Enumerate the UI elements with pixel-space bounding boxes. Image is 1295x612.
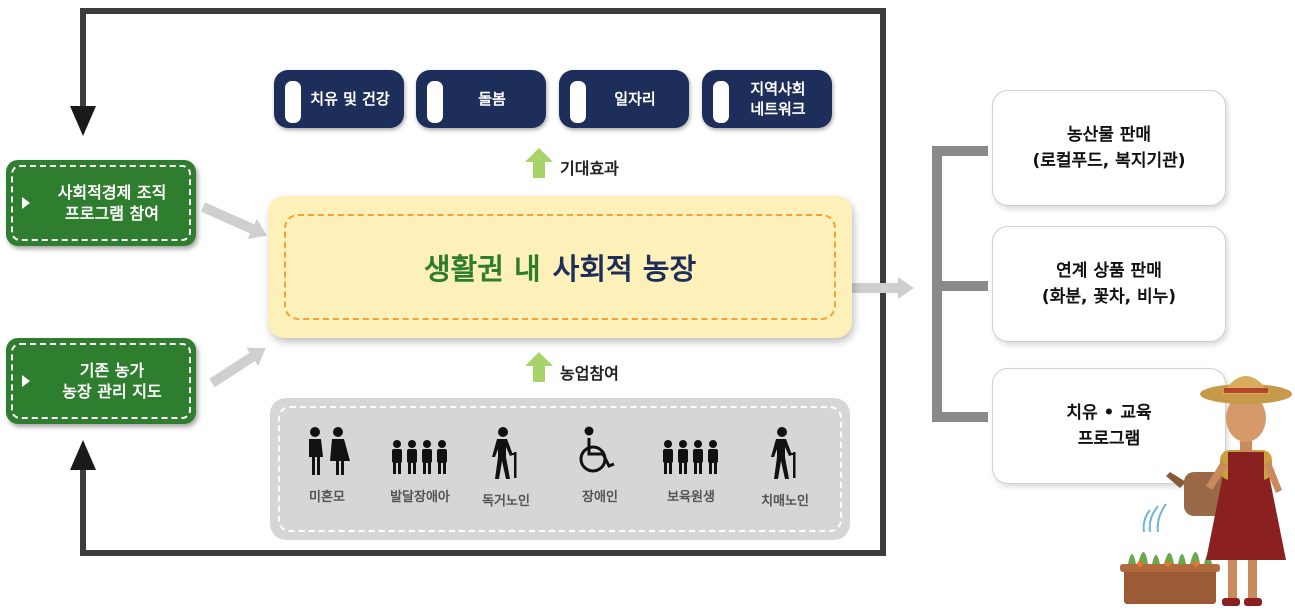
participant-elderly-alone: 독거노인 xyxy=(466,426,546,509)
participant-orphans: 보육원생 xyxy=(651,426,731,505)
children-group-icon xyxy=(392,440,447,474)
frame-left-bottom-line xyxy=(80,450,86,556)
elderly-cane-icon xyxy=(492,427,517,479)
couple-icon xyxy=(309,427,350,475)
participant-disabled: 장애인 xyxy=(560,426,640,505)
output-line: 치유 • 교육 xyxy=(1066,403,1152,423)
output-line: (화분, 꽃차, 비누) xyxy=(1041,287,1177,307)
effect-label: 네트워크 xyxy=(750,100,806,118)
center-title-green: 생활권 내 xyxy=(423,252,541,286)
participant-label: 치매노인 xyxy=(761,494,809,509)
center-box: 생활권 내 사회적 농장 xyxy=(268,196,852,338)
effect-label: 돌봄 xyxy=(478,90,506,108)
participation-label: 농업참여 xyxy=(560,364,619,383)
elderly-cane-icon xyxy=(771,427,796,479)
left-box-social-economy: 사회적경제 조직 프로그램 참여 xyxy=(6,160,196,246)
participant-label: 독거노인 xyxy=(482,494,530,509)
output-line: 농산물 판매 xyxy=(1066,125,1152,145)
output-line: 프로그램 xyxy=(1077,429,1141,449)
effect-pill-jobs: 일자리 xyxy=(559,70,689,128)
bracket-middle xyxy=(932,281,988,291)
gray-arrow-icon xyxy=(200,202,257,235)
participant-label: 장애인 xyxy=(582,490,618,505)
participant-dementia-elderly: 치매노인 xyxy=(745,426,825,509)
effect-pill-healing: 치유 및 건강 xyxy=(274,70,404,128)
frame-bottom-line xyxy=(80,550,886,556)
lime-up-arrow-icon xyxy=(525,352,553,382)
gardener-illustration-icon xyxy=(1120,376,1292,606)
gray-arrow-icon xyxy=(209,351,257,388)
down-arrow-icon xyxy=(70,106,96,136)
left-box-existing-farm: 기존 농가 농장 관리 지도 xyxy=(6,338,196,424)
gray-arrow-icon xyxy=(852,277,914,299)
left-box-line: 농장 관리 지도 xyxy=(62,382,162,401)
output-box-healing-education: 치유 • 교육 프로그램 xyxy=(992,368,1226,484)
effect-label: 치유 및 건강 xyxy=(310,90,390,108)
participant-label: 보육원생 xyxy=(667,490,715,505)
triangle-bullet-icon xyxy=(22,375,30,387)
bracket-top xyxy=(932,146,988,156)
output-box-produce-sales: 농산물 판매 (로컬푸드, 복지기관) xyxy=(992,90,1226,206)
triangle-bullet-icon xyxy=(22,197,30,209)
bracket-bottom xyxy=(932,412,988,422)
children-group-icon xyxy=(663,440,718,474)
up-arrow-icon xyxy=(70,440,96,470)
left-box-line: 프로그램 참여 xyxy=(65,204,159,223)
output-box-linked-products: 연계 상품 판매 (화분, 꽃차, 비누) xyxy=(992,226,1226,342)
left-box-line: 사회적경제 조직 xyxy=(57,183,167,202)
participants-box: 미혼모 발달장애아 독거노인 xyxy=(270,398,850,540)
participant-developmental-disability: 발달장애아 xyxy=(380,426,460,505)
lime-up-arrow-icon xyxy=(525,148,553,178)
center-title: 생활권 내 사회적 농장 xyxy=(268,196,852,338)
center-title-navy: 사회적 농장 xyxy=(552,252,697,286)
frame-right-line xyxy=(880,8,886,556)
participant-label: 미혼모 xyxy=(309,490,345,505)
wheelchair-icon xyxy=(579,426,615,473)
effect-pill-network: 지역사회 네트워크 xyxy=(702,70,832,128)
effect-pill-care: 돌봄 xyxy=(416,70,546,128)
output-line: 연계 상품 판매 xyxy=(1056,261,1162,281)
frame-top-line xyxy=(80,8,886,14)
participant-single-mothers: 미혼모 xyxy=(287,426,367,505)
output-line: (로컬푸드, 복지기관) xyxy=(1032,151,1186,171)
effect-label: 일자리 xyxy=(614,90,656,108)
left-box-line: 기존 농가 xyxy=(79,361,145,380)
frame-left-top-line xyxy=(80,8,86,108)
effect-label: 지역사회 xyxy=(750,80,806,98)
participant-label: 발달장애아 xyxy=(390,490,450,505)
effects-label: 기대효과 xyxy=(560,159,619,178)
